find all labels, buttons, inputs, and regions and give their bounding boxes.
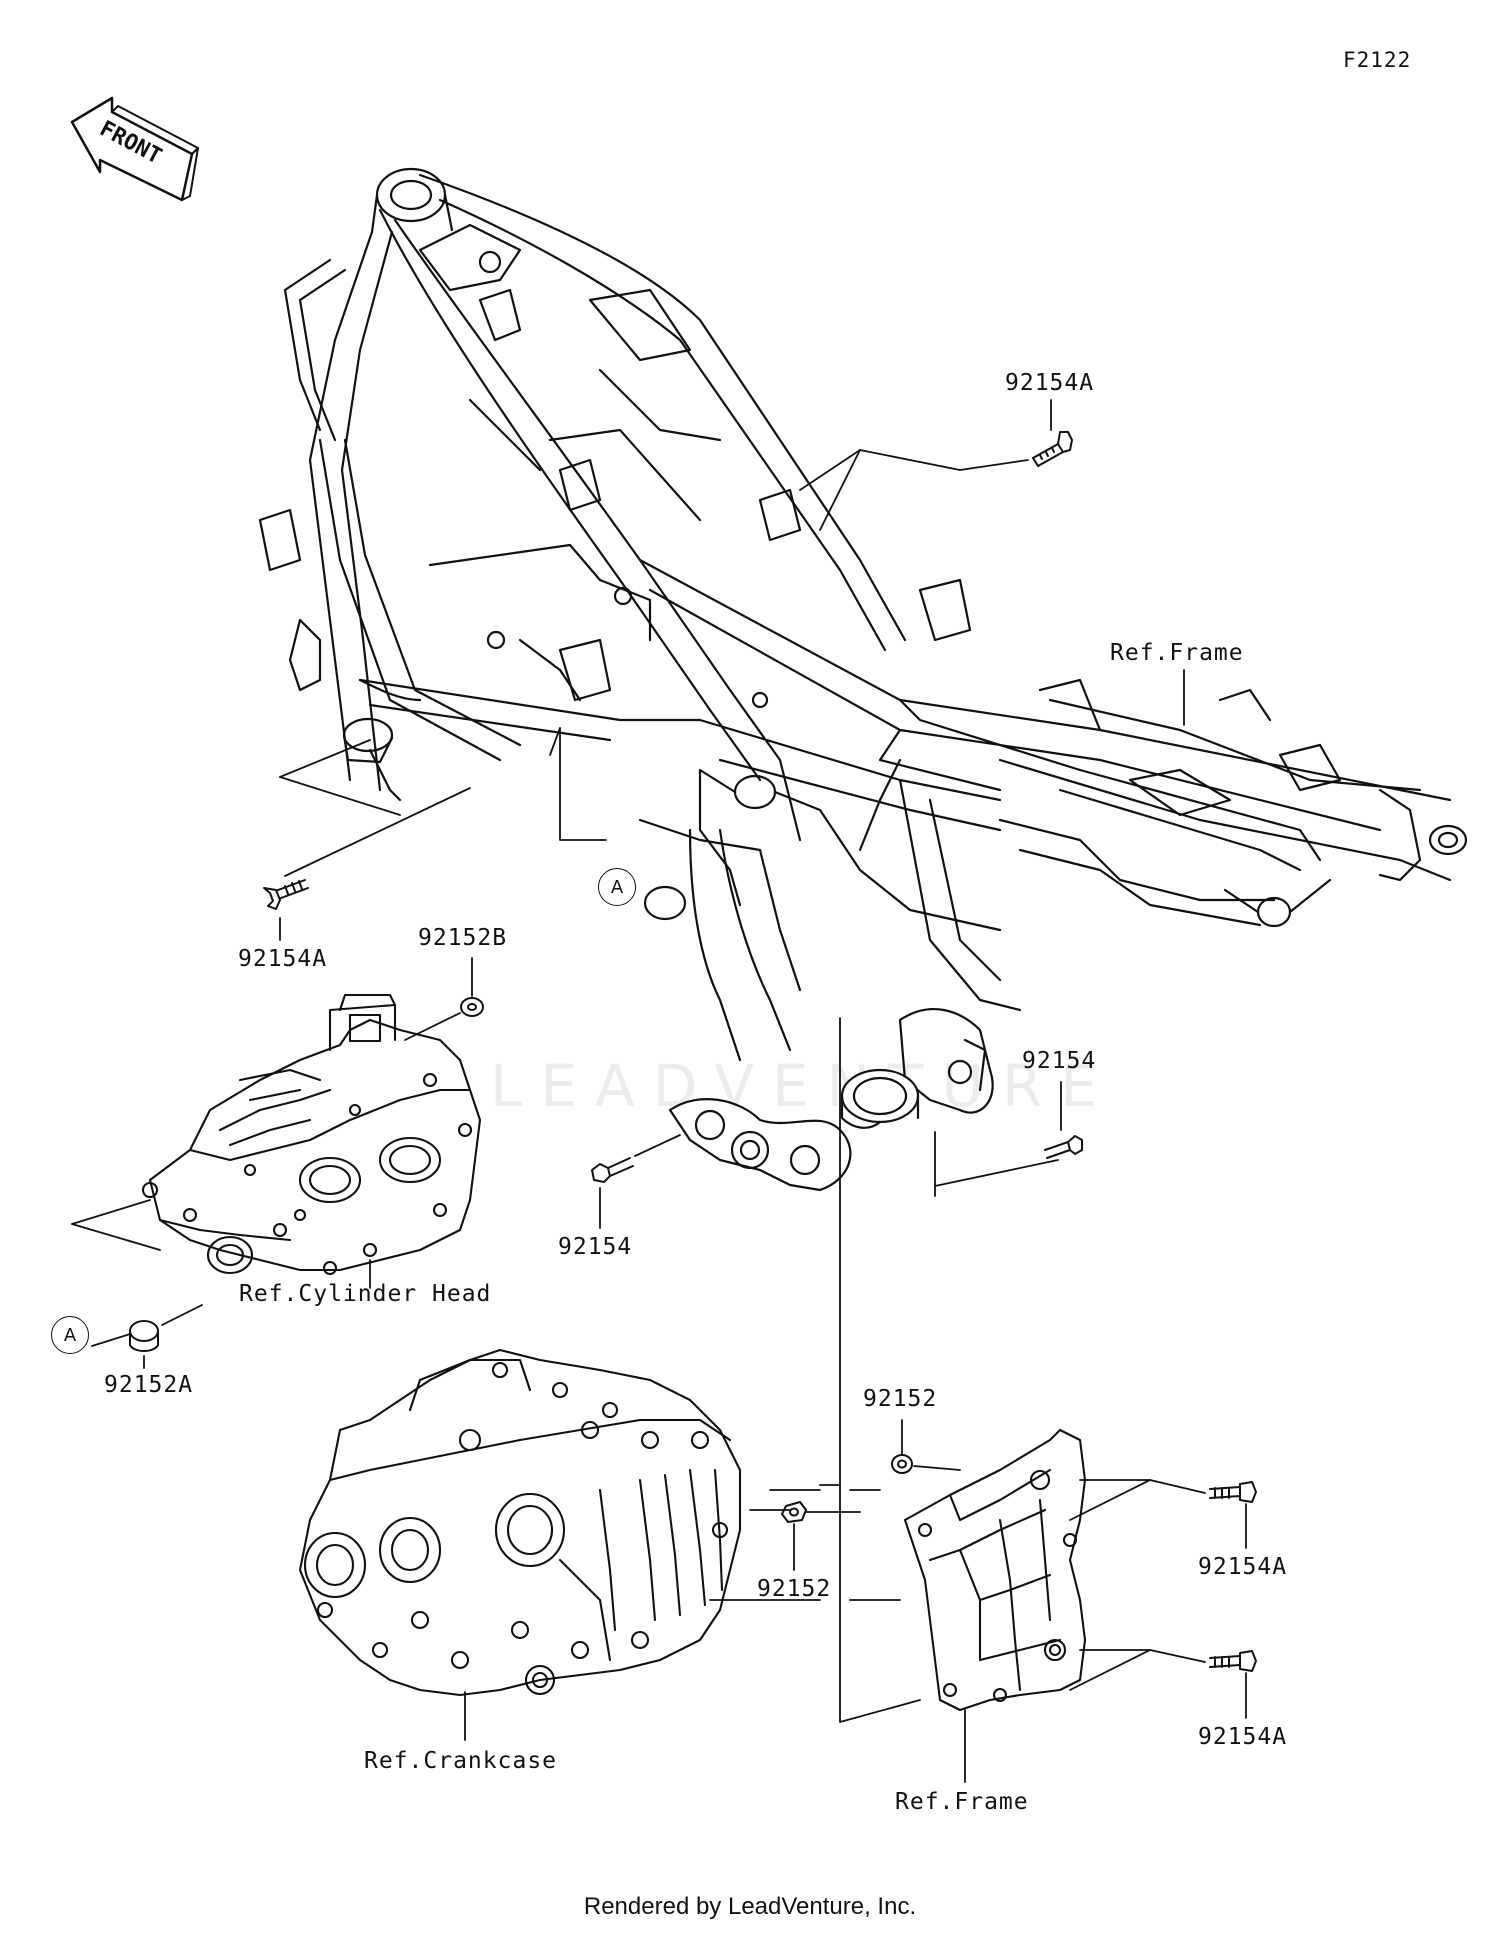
bolt-icon [1209,1481,1257,1503]
part-label-92154a-bracket-upper[interactable]: 92154A [1198,1554,1288,1580]
bolt-icon [1032,431,1073,467]
diagram-code: F2122 [1343,48,1412,72]
part-label-92152-upper[interactable]: 92152 [863,1386,938,1412]
nut-icon [891,1454,913,1474]
part-label-92152b[interactable]: 92152B [418,925,508,951]
collar-icon [129,1320,159,1352]
part-label-92152a[interactable]: 92152A [104,1372,194,1398]
front-arrow-icon: FRONT [70,96,199,202]
callout-a-left: A [51,1316,89,1354]
watermark: LEADVENTURE [490,1052,1115,1120]
main-frame-drawing [258,167,1468,1192]
part-label-92154-mid[interactable]: 92154 [558,1234,633,1260]
engine-bracket-drawing [903,1428,1087,1712]
footer-credit: Rendered by LeadVenture, Inc. [583,1893,917,1920]
callout-a-top: A [598,868,636,906]
part-label-92154-right[interactable]: 92154 [1022,1048,1097,1074]
crankcase-drawing [298,1348,742,1697]
bolt-icon [1209,1650,1257,1672]
washer-icon [460,997,484,1017]
ref-label-frame-top[interactable]: Ref.Frame [1110,640,1244,666]
ref-label-cylinder-head[interactable]: Ref.Cylinder Head [239,1281,492,1307]
part-label-92154a-top[interactable]: 92154A [1005,370,1095,396]
part-label-92154a-bracket-lower[interactable]: 92154A [1198,1724,1288,1750]
bolt-icon [1044,1135,1083,1159]
part-label-92154a-left[interactable]: 92154A [238,946,328,972]
ref-label-frame-bottom[interactable]: Ref.Frame [895,1789,1029,1815]
cylinder-head-drawing [141,993,482,1276]
part-label-92152-lower[interactable]: 92152 [757,1576,832,1602]
leader-lines [71,399,1247,1783]
nut-icon [781,1501,807,1523]
bolt-icon [263,879,309,910]
bolt-icon [591,1157,634,1183]
ref-label-crankcase[interactable]: Ref.Crankcase [364,1748,558,1774]
